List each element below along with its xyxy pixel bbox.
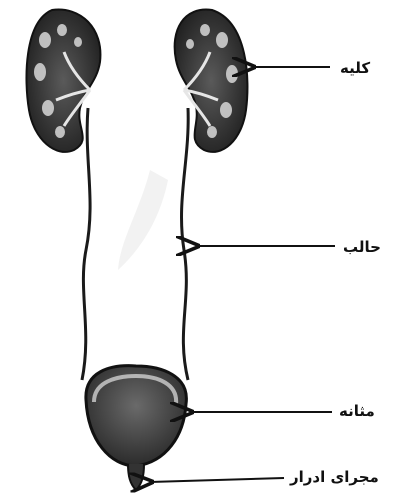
kidney-label: کلیه xyxy=(340,59,370,77)
right-kidney xyxy=(175,10,248,152)
ureter-label: حالب xyxy=(343,238,381,256)
right-ureter xyxy=(182,108,189,380)
left-kidney xyxy=(26,10,100,152)
background-shading xyxy=(118,170,168,270)
urethra-label: مجرای ادرار xyxy=(290,468,379,486)
urethra xyxy=(128,464,144,490)
bladder-label: مثانه xyxy=(339,402,375,420)
left-ureter xyxy=(82,108,90,380)
bladder xyxy=(86,366,186,466)
urethra-arrow xyxy=(150,478,284,482)
